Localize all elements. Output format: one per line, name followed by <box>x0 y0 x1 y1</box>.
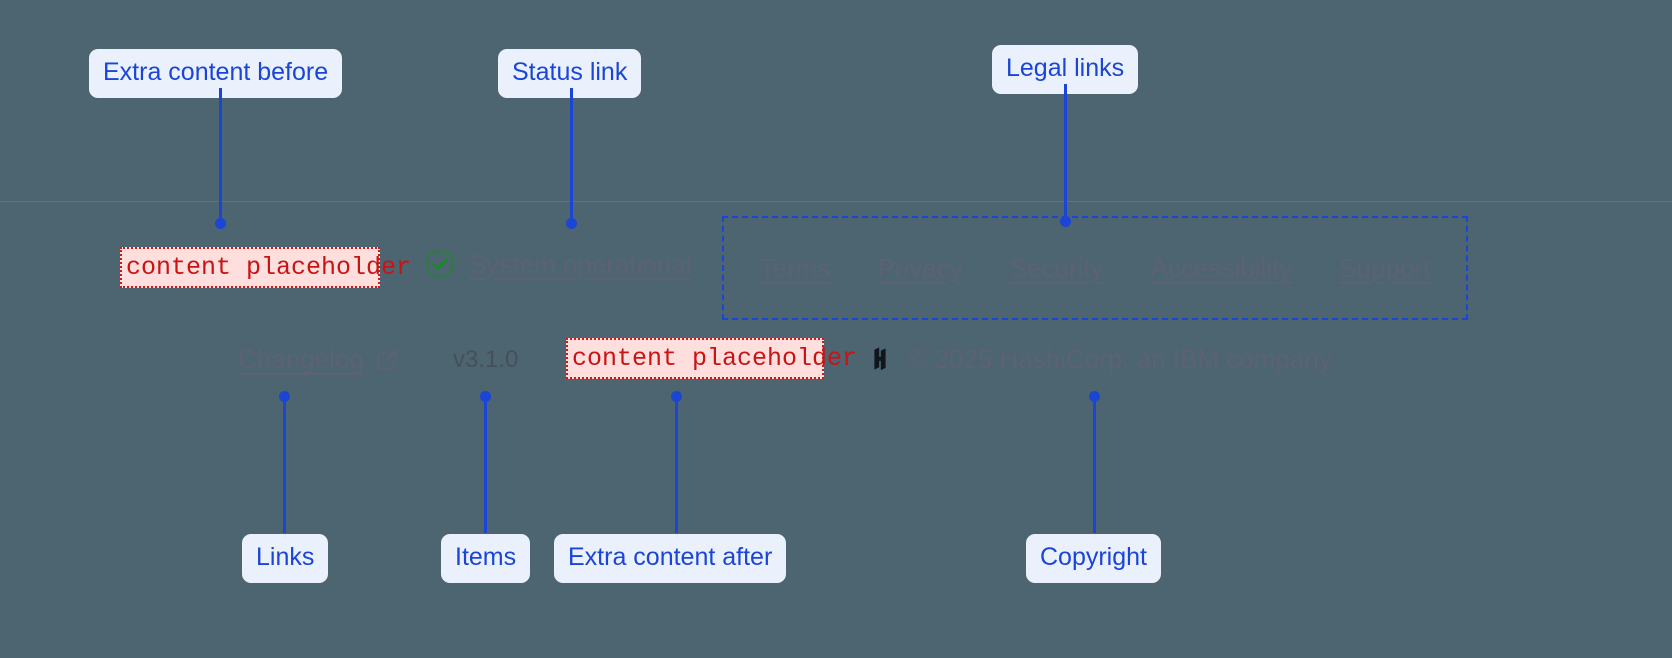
leader-line-legal <box>1064 84 1067 221</box>
copyright-text: © 2025 HashiCorp, an IBM company <box>908 344 1332 374</box>
legal-link-accessibility[interactable]: Accessibility <box>1150 252 1293 283</box>
leader-line-items <box>484 396 487 533</box>
leader-line-copyright <box>1093 396 1096 533</box>
callout-extra-content-before: Extra content before <box>89 49 343 98</box>
leader-line-status <box>570 88 573 223</box>
status-link[interactable]: System operational <box>424 248 692 280</box>
legal-links-list: Terms Privacy Security Accessibility Sup… <box>722 216 1468 320</box>
status-label: System operational <box>469 248 692 279</box>
check-circle-icon <box>424 248 456 280</box>
extra-content-after-placeholder: content placeholder <box>566 338 857 380</box>
callout-links: Links <box>242 534 329 583</box>
leader-dot-status <box>566 218 577 229</box>
version-label: v3.1.0 <box>453 346 519 373</box>
external-link-icon <box>374 347 400 373</box>
legal-link-terms[interactable]: Terms <box>759 252 831 283</box>
changelog-label: Changelog <box>238 344 364 374</box>
leader-line-extra-before <box>219 88 222 223</box>
callout-status-link: Status link <box>498 49 642 98</box>
extra-content-before-placeholder: content placeholder <box>120 247 411 289</box>
legal-link-support[interactable]: Support <box>1339 252 1431 283</box>
legal-link-security[interactable]: Security <box>1009 252 1104 283</box>
legal-link-privacy[interactable]: Privacy <box>877 252 963 283</box>
brand-copyright-row: © 2025 HashiCorp, an IBM company <box>866 344 1332 375</box>
callout-items: Items <box>441 534 531 583</box>
leader-dot-legal <box>1060 216 1071 227</box>
changelog-link[interactable]: Changelog <box>238 344 400 375</box>
leader-line-extra-after <box>675 396 678 533</box>
callout-copyright: Copyright <box>1026 534 1161 583</box>
hashicorp-logo-icon <box>866 346 894 374</box>
leader-dot-extra-before <box>215 218 226 229</box>
callout-extra-content-after: Extra content after <box>554 534 787 583</box>
legal-links-highlight-box <box>722 216 1468 320</box>
leader-line-links <box>283 396 286 533</box>
